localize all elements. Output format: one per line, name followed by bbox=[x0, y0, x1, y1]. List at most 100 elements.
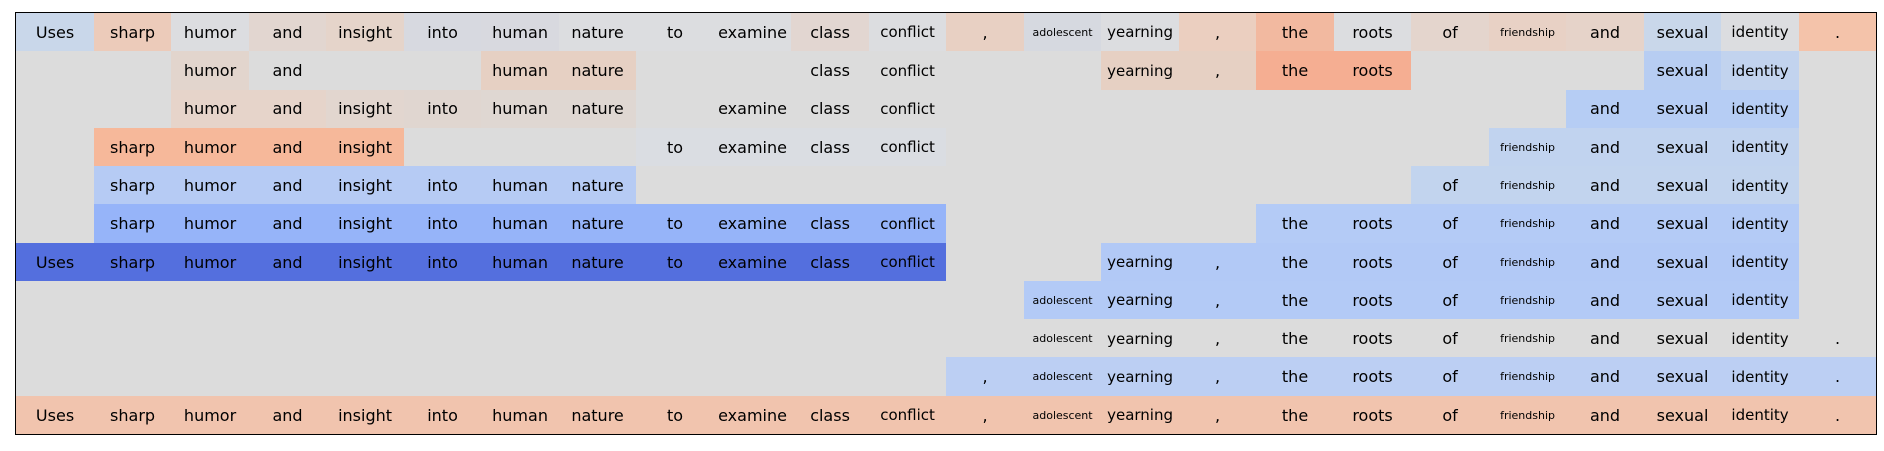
token-label: friendship bbox=[1500, 332, 1555, 346]
token-label: sexual bbox=[1656, 176, 1709, 195]
heatmap-cell bbox=[16, 51, 95, 91]
heatmap-cell: identity bbox=[1721, 319, 1800, 359]
heatmap-cell: adolescent bbox=[1023, 13, 1102, 52]
token-label: and bbox=[272, 22, 303, 42]
heatmap-cell: friendship bbox=[1488, 280, 1567, 320]
heatmap-cell: humor bbox=[171, 127, 250, 167]
heatmap-cell bbox=[171, 357, 250, 397]
heatmap-cell bbox=[791, 357, 870, 397]
heatmap-cell: the bbox=[1256, 13, 1335, 52]
heatmap-cell: yearning bbox=[1101, 242, 1180, 282]
token-label: and bbox=[1589, 176, 1621, 195]
heatmap-cell: conflict bbox=[868, 13, 947, 52]
heatmap-cell: humor bbox=[171, 242, 250, 282]
token-label: sexual bbox=[1656, 252, 1709, 272]
token-label: Uses bbox=[35, 252, 75, 272]
token-label: , bbox=[982, 22, 988, 42]
heatmap-cell: examine bbox=[713, 242, 792, 282]
heatmap-cell: of bbox=[1411, 13, 1490, 52]
token-label: insight bbox=[338, 99, 393, 119]
heatmap-cell bbox=[93, 51, 172, 91]
heatmap-cell bbox=[713, 280, 792, 320]
heatmap-cell: insight bbox=[326, 89, 405, 129]
token-label: to bbox=[667, 137, 684, 157]
heatmap-cell: conflict bbox=[868, 89, 947, 129]
heatmap-cell bbox=[868, 280, 947, 320]
heatmap-cell bbox=[403, 357, 482, 397]
heatmap-cell: sexual bbox=[1643, 127, 1722, 167]
heatmap-cell: . bbox=[1798, 13, 1877, 52]
heatmap-cell: yearning bbox=[1101, 13, 1180, 52]
token-label: and bbox=[1589, 329, 1621, 349]
heatmap-cell: sexual bbox=[1643, 166, 1722, 205]
heatmap-cell bbox=[1101, 127, 1180, 167]
heatmap-cell: yearning bbox=[1101, 319, 1180, 359]
heatmap-cell bbox=[1023, 166, 1102, 205]
heatmap-cell bbox=[946, 242, 1025, 282]
heatmap-cell bbox=[946, 51, 1025, 91]
heatmap-cell: , bbox=[946, 395, 1025, 435]
heatmap-cell bbox=[946, 280, 1025, 320]
heatmap-cell: sexual bbox=[1643, 242, 1722, 282]
heatmap-cell: human bbox=[481, 13, 560, 52]
heatmap-cell: . bbox=[1798, 357, 1877, 397]
token-label: class bbox=[810, 137, 850, 157]
token-label: insight bbox=[338, 405, 393, 425]
heatmap-cell: friendship bbox=[1488, 166, 1567, 205]
heatmap-cell: identity bbox=[1721, 357, 1800, 397]
token-label: sexual bbox=[1656, 367, 1709, 387]
token-label: into bbox=[427, 405, 458, 425]
heatmap-cell: roots bbox=[1333, 357, 1412, 397]
heatmap-cell: and bbox=[248, 127, 327, 167]
token-label: conflict bbox=[880, 23, 935, 42]
token-label: adolescent bbox=[1032, 408, 1093, 422]
heatmap-cell: yearning bbox=[1101, 51, 1180, 91]
token-label: identity bbox=[1731, 253, 1789, 272]
heatmap-cell bbox=[1488, 89, 1567, 129]
heatmap-cell: insight bbox=[326, 395, 405, 435]
heatmap-cell bbox=[16, 357, 95, 397]
token-label: and bbox=[1589, 137, 1621, 157]
heatmap-cell: conflict bbox=[868, 242, 947, 282]
heatmap-cell bbox=[481, 357, 560, 397]
heatmap-cell bbox=[558, 357, 637, 397]
token-label: insight bbox=[338, 137, 393, 157]
heatmap-cell bbox=[1798, 204, 1877, 244]
token-label: nature bbox=[571, 214, 624, 234]
token-label: nature bbox=[571, 252, 624, 272]
heatmap-cell bbox=[1101, 166, 1180, 205]
heatmap-cell: the bbox=[1256, 319, 1335, 359]
token-label: humor bbox=[183, 61, 237, 81]
heatmap-cell: roots bbox=[1333, 13, 1412, 52]
token-label: conflict bbox=[880, 214, 935, 233]
heatmap-cell: class bbox=[791, 13, 870, 52]
heatmap-cell bbox=[1256, 166, 1335, 205]
token-label: yearning bbox=[1107, 329, 1173, 348]
heatmap-cell: into bbox=[403, 13, 482, 52]
heatmap-cell: sexual bbox=[1643, 204, 1722, 244]
heatmap-cell: sexual bbox=[1643, 89, 1722, 129]
token-label: sharp bbox=[110, 176, 156, 195]
heatmap-cell: humor bbox=[171, 51, 250, 91]
heatmap-cell bbox=[636, 280, 715, 320]
heatmap-cell: nature bbox=[558, 242, 637, 282]
heatmap-cell bbox=[16, 204, 95, 244]
heatmap-cell: adolescent bbox=[1023, 395, 1102, 435]
token-label: nature bbox=[571, 61, 624, 81]
heatmap-cell: sexual bbox=[1643, 13, 1722, 52]
heatmap-cell bbox=[1023, 127, 1102, 167]
token-label: insight bbox=[338, 176, 393, 195]
token-label: conflict bbox=[880, 61, 935, 80]
heatmap-cell bbox=[946, 319, 1025, 359]
heatmap-cell: and bbox=[248, 89, 327, 129]
token-label: humor bbox=[183, 252, 237, 272]
token-label: the bbox=[1281, 22, 1309, 42]
heatmap-cell: identity bbox=[1721, 127, 1800, 167]
token-label: class bbox=[810, 252, 850, 272]
token-label: humor bbox=[183, 99, 237, 119]
heatmap-cell: friendship bbox=[1488, 242, 1567, 282]
heatmap-cell: and bbox=[1566, 319, 1645, 359]
heatmap-cell: sharp bbox=[93, 242, 172, 282]
token-label: into bbox=[427, 99, 458, 119]
heatmap-cell bbox=[403, 127, 482, 167]
